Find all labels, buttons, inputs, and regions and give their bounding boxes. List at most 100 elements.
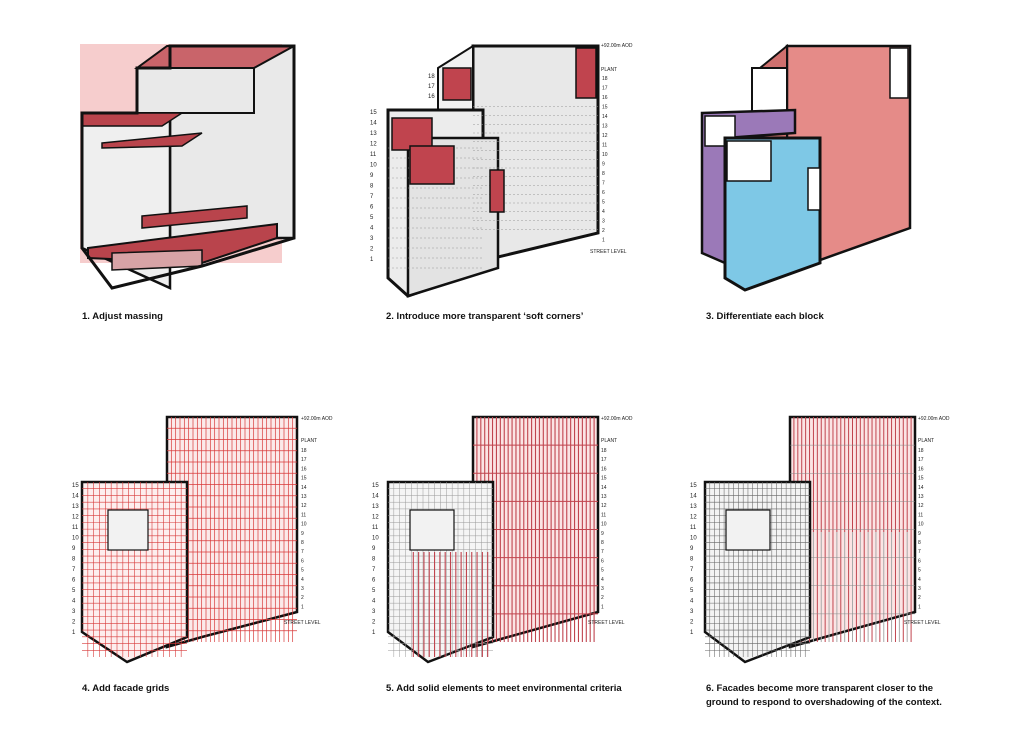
- right-level-6: 6: [602, 190, 605, 196]
- right-level-16: 16: [301, 466, 307, 472]
- right-level-17: 17: [601, 457, 607, 463]
- left-level-8: 8: [372, 557, 376, 563]
- height-label: +92.00m AOD: [601, 416, 633, 422]
- right-level-1: 1: [601, 604, 604, 610]
- right-level-4: 4: [601, 577, 604, 583]
- left-level-2: 2: [72, 620, 76, 626]
- right-level-15: 15: [602, 105, 608, 111]
- step-5-caption: 5. Add solid elements to meet environmen…: [386, 683, 622, 694]
- right-level-15: 15: [601, 476, 607, 482]
- right-level-4: 4: [602, 209, 605, 215]
- left-level-9: 9: [370, 173, 374, 179]
- left-level-3: 3: [370, 236, 374, 242]
- right-level-3: 3: [602, 219, 605, 225]
- left-level-13: 13: [370, 131, 377, 137]
- solid-elements-diagram: +92.00m AOD PLANT STREET LEVEL 151413121…: [372, 415, 633, 664]
- left-level-6: 6: [72, 578, 76, 584]
- left-level-14: 14: [72, 494, 79, 500]
- left-level-14: 14: [370, 121, 377, 127]
- left-level-1: 1: [372, 630, 376, 636]
- right-level-12: 12: [601, 503, 607, 509]
- right-level-12: 12: [301, 503, 307, 509]
- right-level-10: 10: [601, 522, 607, 528]
- left-level-5: 5: [370, 215, 374, 221]
- left-level-9: 9: [72, 546, 76, 552]
- left-level-11: 11: [370, 152, 377, 158]
- right-level-6: 6: [918, 558, 921, 564]
- left-level-8: 8: [690, 557, 694, 563]
- white-corner-4: [807, 167, 821, 211]
- plant-label: PLANT: [601, 67, 617, 73]
- left-level-15: 15: [370, 110, 377, 116]
- right-level-7: 7: [601, 549, 604, 555]
- right-level-14: 14: [602, 114, 608, 120]
- left-level-1: 1: [72, 630, 76, 636]
- white-corner: [107, 509, 149, 551]
- soft-corners-diagram: +92.00m AOD PLANT STREET LEVEL 151413121…: [370, 43, 633, 298]
- right-level-10: 10: [301, 522, 307, 528]
- left-level-15: 15: [72, 483, 79, 489]
- left-level-3: 3: [72, 609, 76, 615]
- white-corner-1: [889, 47, 909, 99]
- right-level-6: 6: [301, 558, 304, 564]
- right-level-2: 2: [301, 595, 304, 601]
- right-level-1: 1: [602, 238, 605, 244]
- left-level-1: 1: [690, 630, 694, 636]
- step-3-panel: 3. Differentiate each block: [690, 38, 970, 328]
- ground-step: [111, 249, 203, 271]
- left-level-7: 7: [72, 567, 76, 573]
- right-level-7: 7: [918, 549, 921, 555]
- right-level-8: 8: [301, 540, 304, 546]
- step-2-caption: 2. Introduce more transparent ‘soft corn…: [386, 311, 584, 322]
- upper-level-numbers: 18 17 16: [428, 74, 435, 100]
- left-level-11: 11: [72, 525, 79, 531]
- differentiate-blocks-diagram: [700, 43, 912, 292]
- adjust-massing-diagram: [80, 44, 296, 290]
- plant-label: PLANT: [601, 438, 617, 444]
- right-level-10: 10: [918, 522, 924, 528]
- right-level-5: 5: [601, 568, 604, 574]
- right-level-16: 16: [601, 466, 607, 472]
- right-level-8: 8: [601, 540, 604, 546]
- right-level-14: 14: [601, 485, 607, 491]
- white-corner: [409, 509, 455, 551]
- right-level-18: 18: [602, 76, 608, 82]
- upper-level-17: 17: [428, 84, 435, 90]
- right-level-5: 5: [301, 568, 304, 574]
- step-4-caption: 4. Add facade grids: [82, 683, 170, 694]
- step-3-caption: 3. Differentiate each block: [706, 311, 824, 322]
- left-level-11: 11: [372, 525, 379, 531]
- right-level-1: 1: [301, 604, 304, 610]
- white-corner-3: [726, 140, 772, 182]
- left-level-10: 10: [370, 163, 377, 169]
- right-level-16: 16: [602, 95, 608, 101]
- left-level-14: 14: [372, 494, 379, 500]
- right-level-12: 12: [602, 133, 608, 139]
- upper-level-16: 16: [428, 94, 435, 100]
- right-level-17: 17: [301, 457, 307, 463]
- height-label: +92.00m AOD: [918, 416, 950, 422]
- right-level-13: 13: [601, 494, 607, 500]
- plant-label: PLANT: [301, 438, 317, 444]
- right-level-8: 8: [918, 540, 921, 546]
- upper-level-18: 18: [428, 74, 435, 80]
- street-label: STREET LEVEL: [590, 249, 627, 255]
- right-level-7: 7: [602, 181, 605, 187]
- right-level-10: 10: [602, 152, 608, 158]
- right-level-11: 11: [301, 512, 306, 518]
- left-level-6: 6: [372, 578, 376, 584]
- transparent-facades-diagram: +92.00m AOD PLANT STREET LEVEL 151413121…: [690, 415, 950, 664]
- left-level-13: 13: [372, 504, 379, 510]
- step-6-caption: 6. Facades become more transparent close…: [706, 683, 942, 708]
- height-label: +92.00m AOD: [601, 43, 633, 49]
- tower-grid: [167, 417, 297, 642]
- right-level-13: 13: [602, 124, 608, 130]
- soft-corner-5: [489, 169, 505, 213]
- right-level-2: 2: [918, 595, 921, 601]
